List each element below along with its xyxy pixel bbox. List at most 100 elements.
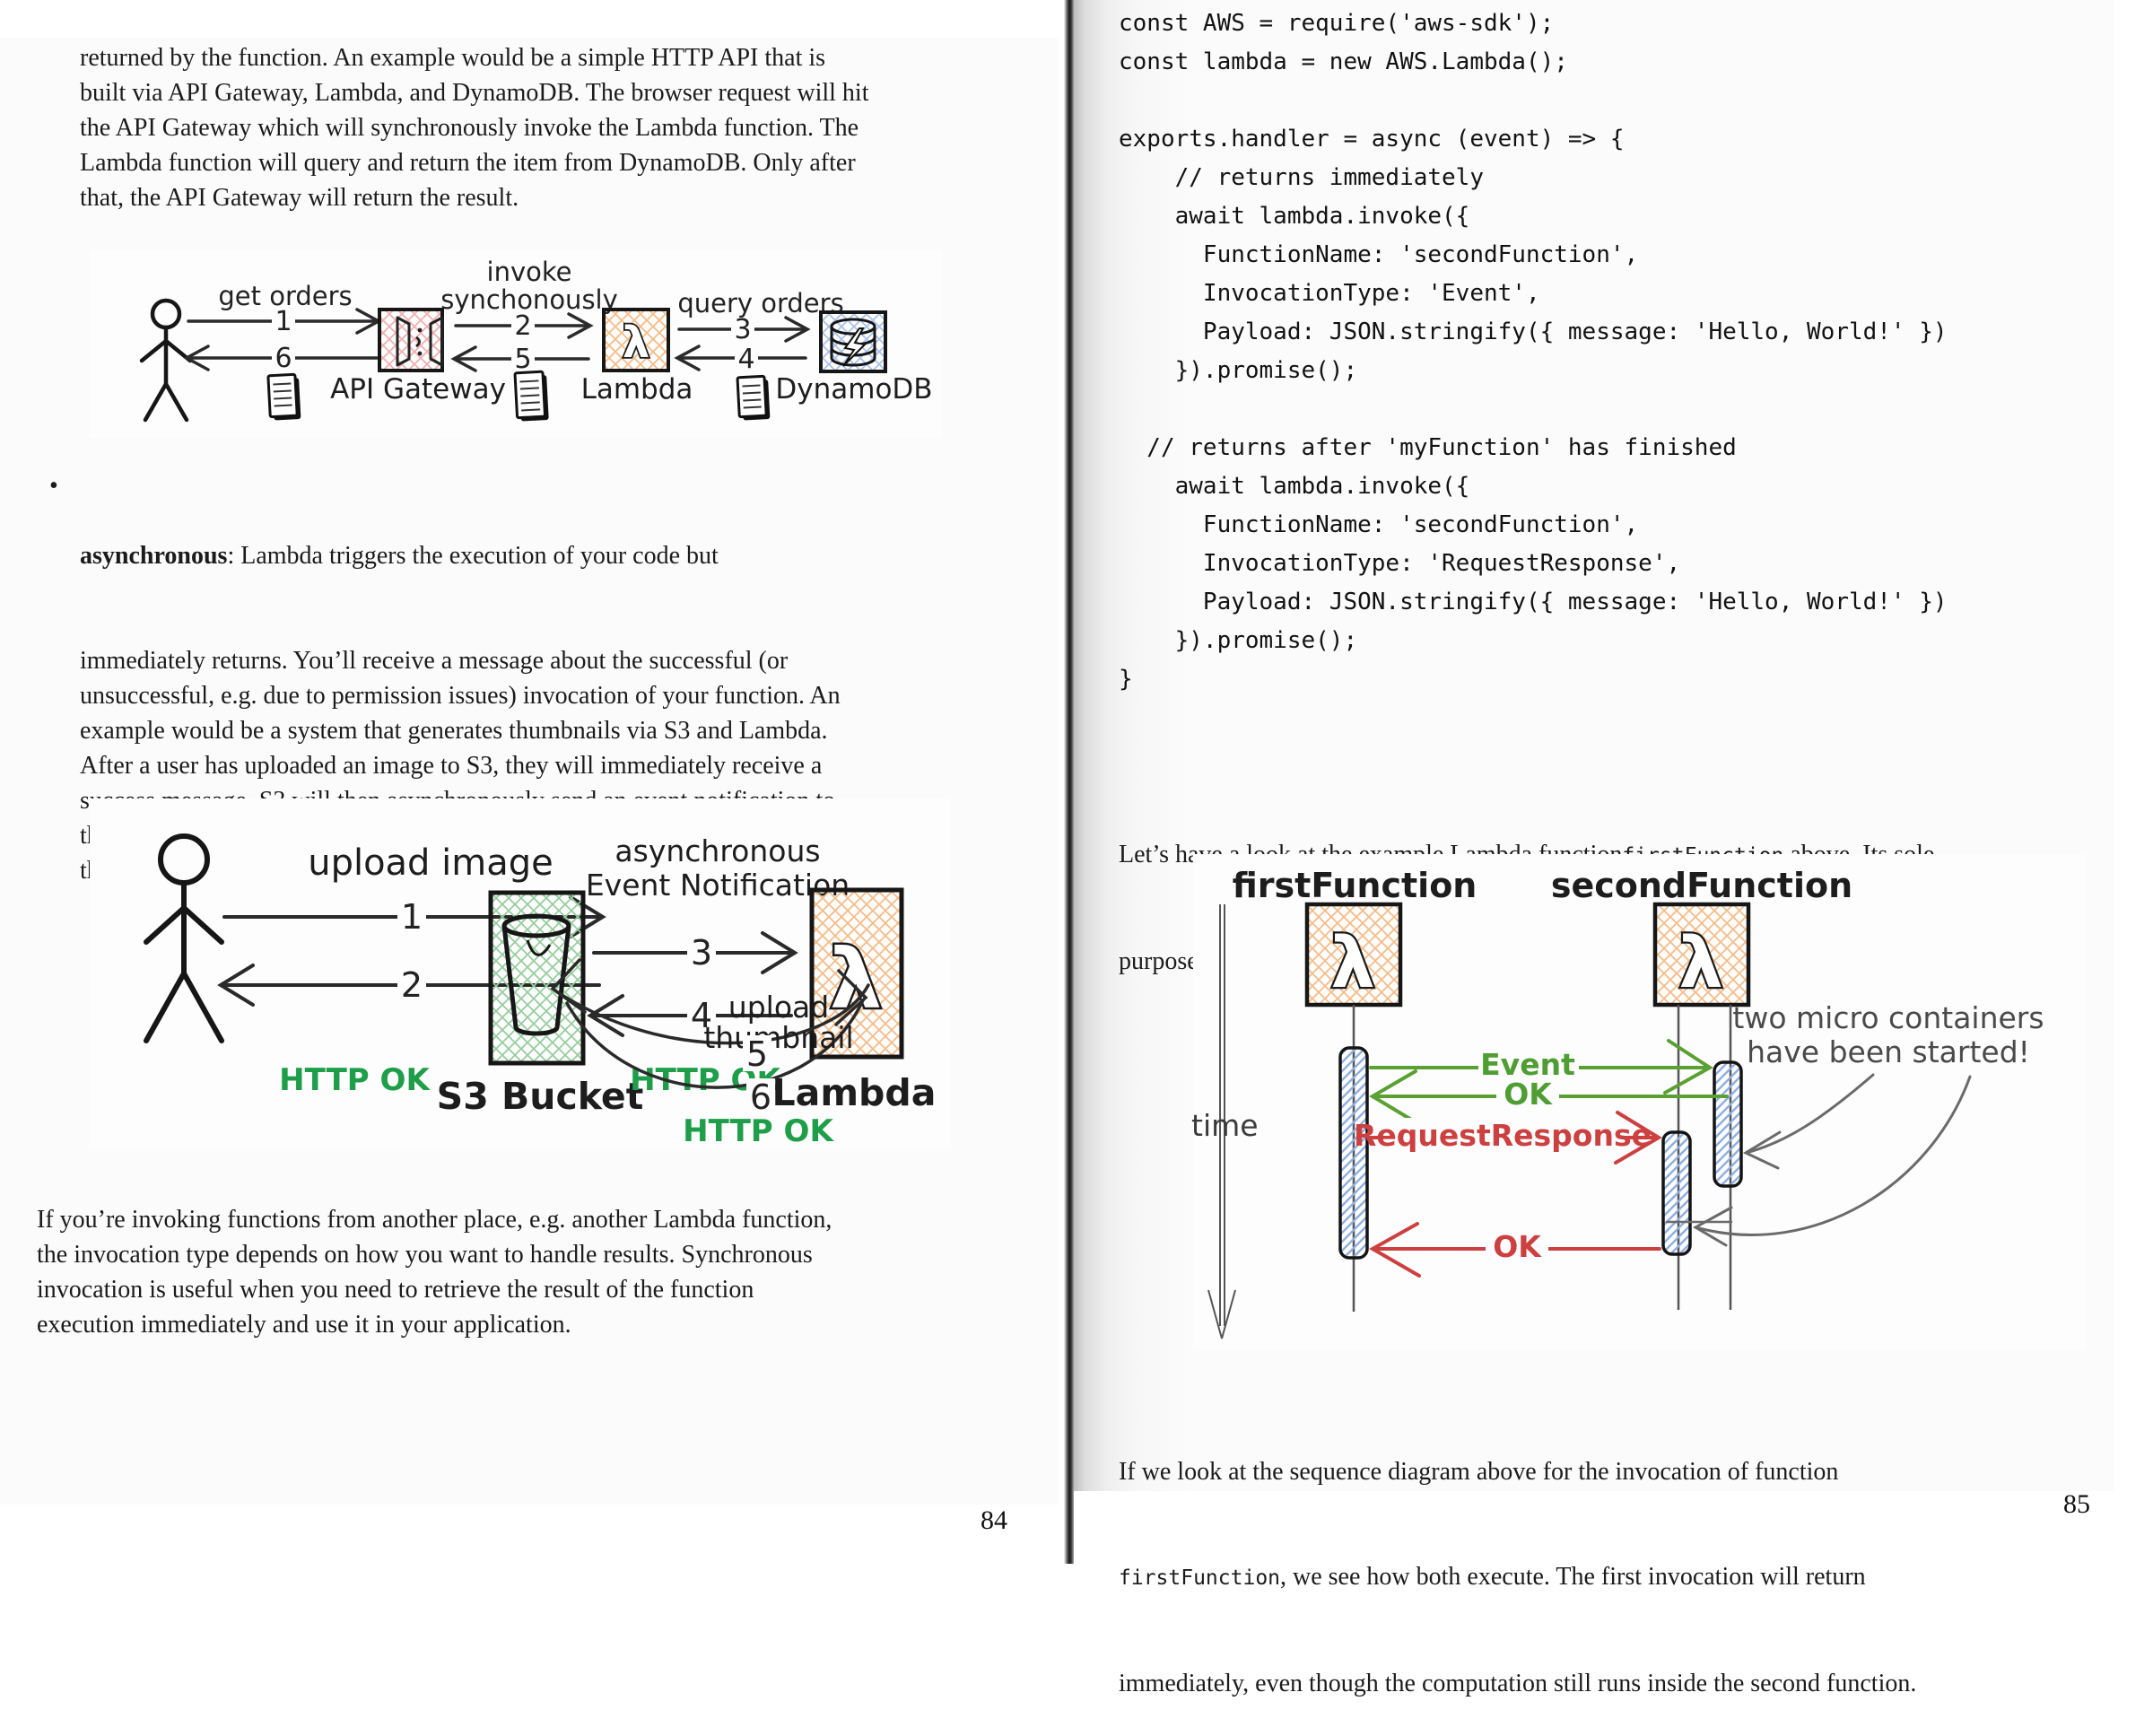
diagram-asynchronous: upload image 1 2 HTTP OK S3 Bucket async… [90, 798, 951, 1149]
text-segment: If we look at the sequence diagram above… [1119, 1458, 1839, 1486]
label-invoke: invoke [487, 257, 572, 287]
n2-knockout [511, 310, 535, 340]
text-line: immediately, even though the computation… [1119, 1666, 1916, 1701]
ok1-knockout [1496, 1078, 1559, 1111]
svg-text:λ: λ [1330, 923, 1374, 1004]
text-line: returned by the function. An example wou… [80, 44, 826, 72]
activation-bar-second-event [1713, 1060, 1743, 1188]
step-2: 2 [401, 965, 423, 1005]
n1-knockout [397, 897, 426, 935]
event-knockout [1478, 1048, 1579, 1080]
book-spread: { "left_page": { "page_number": "84", "p… [37, 0, 2114, 1697]
bullet-term: asynchronous [80, 542, 228, 570]
note-line-2: have been started! [1747, 1034, 2030, 1069]
text-line: FunctionName: 'secondFunction', [1119, 511, 1639, 538]
dynamodb-icon [819, 310, 887, 373]
text-line: After a user has uploaded an image to S3… [80, 752, 823, 780]
text-line: await lambda.invoke({ [1119, 473, 1470, 500]
time-axis [1207, 904, 1236, 1339]
text-line: InvocationType: 'Event', [1119, 280, 1540, 307]
text-line: const lambda = new AWS.Lambda(); [1119, 48, 1568, 75]
label-event: Event [1480, 1047, 1575, 1082]
label-dynamodb: DynamoDB [775, 373, 932, 406]
text-line: // returns immediately [1119, 164, 1484, 191]
ok2-knockout [1486, 1231, 1548, 1263]
n5-knockout [743, 1035, 771, 1071]
n1-knockout [272, 305, 295, 336]
note-line-1: two micro containers [1732, 1000, 2044, 1035]
step-5: 5 [514, 344, 531, 375]
n3-knockout [731, 313, 754, 344]
user-stick-figure-icon [144, 833, 224, 1043]
paragraph-invocation-type: If you’re invoking functions from anothe… [37, 1202, 832, 1342]
text-line: }).promise(); [1119, 357, 1358, 384]
activation-bar-first [1338, 1046, 1369, 1260]
step-3: 3 [691, 933, 712, 973]
text-segment: , we see how both execute. The first inv… [1280, 1563, 1866, 1591]
page-number-right: 85 [2063, 1489, 2090, 1519]
text-line: FunctionName: 'secondFunction', [1119, 241, 1639, 268]
label-event-notification: Event Notification [586, 868, 850, 903]
text-line: invocation is useful when you need to re… [37, 1276, 754, 1304]
text-segment: immediately, even though the computation… [1119, 1670, 1917, 1697]
text-line: firstFunction, we see how both execute. … [1119, 1559, 1916, 1596]
label-http-ok-1: HTTP OK [279, 1062, 431, 1098]
document-icon [736, 374, 771, 421]
curved-arrows-thumbnail [550, 958, 870, 1089]
text-line: } [1119, 666, 1133, 693]
step-6: 6 [275, 343, 292, 374]
text-line: immediately returns. You’ll receive a me… [80, 647, 789, 675]
label-ok-response: OK [1493, 1229, 1542, 1264]
api-gateway-icon [378, 308, 444, 372]
diagram-sequence: time firstFunction secondFunction λ λ Ev… [1191, 854, 2086, 1349]
n6-knockout [272, 343, 295, 371]
step-4: 4 [691, 996, 712, 1035]
svg-text:λ: λ [1678, 923, 1722, 1004]
document-icon [266, 372, 301, 421]
text-line: unsuccessful, e.g. due to permission iss… [80, 682, 841, 710]
label-api-gateway: API Gateway [330, 373, 506, 406]
diagram-synchronous: 1 6 get orders API Gateway 2 5 invoke sy… [90, 249, 942, 438]
code-block: const AWS = require('aws-sdk'); const lam… [1119, 4, 1948, 699]
text-line: // returns after 'myFunction' has finish… [1119, 434, 1737, 461]
label-synchonously: synchonously [440, 284, 618, 315]
label-get-orders: get orders [218, 281, 352, 311]
svg-text:λ: λ [623, 318, 649, 368]
label-s3-bucket: S3 Bucket [437, 1075, 644, 1118]
label-upload: upload [728, 990, 829, 1025]
label-lambda: Lambda [581, 373, 693, 406]
text-line: If we look at the sequence diagram above… [1119, 1454, 1916, 1489]
label-time: time [1191, 1108, 1259, 1143]
label-query-orders: query orders [677, 288, 843, 318]
text-line: const AWS = require('aws-sdk'); [1119, 10, 1555, 37]
step-1: 1 [401, 897, 423, 937]
n6-knockout [746, 1078, 775, 1114]
text-line: exports.handler = async (event) => { [1119, 126, 1625, 153]
lambda-icon: λ [602, 308, 670, 372]
activation-bar-second-request [1661, 1130, 1692, 1256]
lambda-icon: λ [809, 887, 904, 1060]
text-line [1119, 82, 1948, 120]
text-line: await lambda.invoke({ [1119, 203, 1470, 230]
text-line [1119, 390, 1948, 429]
label-lambda: Lambda [772, 1071, 937, 1114]
label-upload-image: upload image [308, 842, 554, 884]
n2-knockout [397, 967, 426, 1003]
n4-knockout [735, 344, 758, 372]
n3-knockout [687, 933, 716, 971]
rr-knockout [1383, 1118, 1622, 1152]
text-line: built via API Gateway, Lambda, and Dynam… [80, 79, 869, 107]
label-first-function: firstFunction [1233, 866, 1477, 905]
paragraph-sync-continuation: returned by the function. An example wou… [80, 40, 868, 215]
text-line: the invocation type depends on how you w… [37, 1241, 813, 1269]
text-line: }).promise(); [1119, 627, 1358, 654]
user-stick-figure-icon [139, 298, 193, 423]
text-line: InvocationType: 'RequestResponse', [1119, 550, 1681, 577]
text-line: execution immediately and use it in your… [37, 1311, 571, 1339]
label-ok-event: OK [1504, 1077, 1553, 1112]
step-3: 3 [734, 314, 751, 345]
text-line: Payload: JSON.stringify({ message: 'Hell… [1119, 589, 1948, 615]
step-1: 1 [275, 306, 292, 337]
bullet-marker: • [49, 472, 58, 500]
bullet-line1-rest: : Lambda triggers the execution of your … [227, 542, 719, 570]
